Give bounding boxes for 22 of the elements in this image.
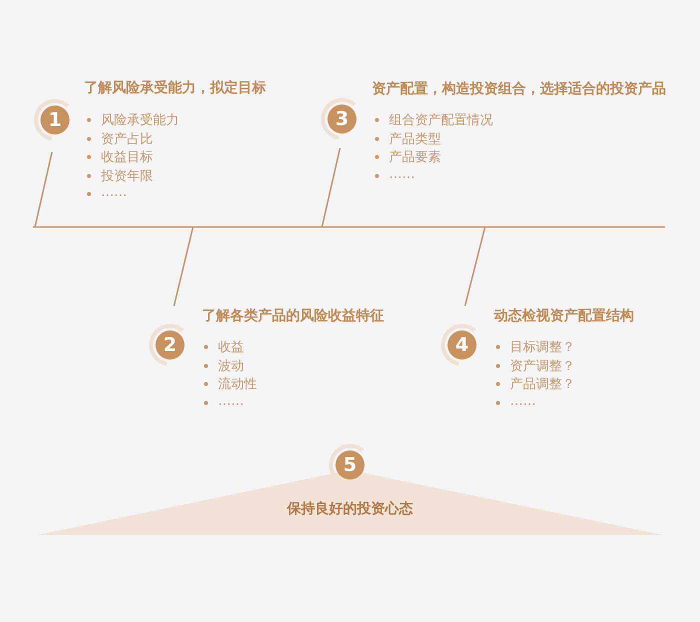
bullet-item: 收益 bbox=[204, 338, 244, 356]
bullet-item: 波动 bbox=[204, 356, 244, 374]
bullet-item: 组合资产配置情况 bbox=[375, 111, 493, 129]
section-heading: 动态检视资产配置结构 bbox=[494, 307, 634, 325]
bullet-item: 产品要素 bbox=[375, 148, 441, 166]
bullet-item: …… bbox=[204, 394, 244, 408]
bullet-item: 投资年限 bbox=[87, 166, 153, 184]
bullet-item: 风险承受能力 bbox=[87, 111, 179, 129]
bullet-item: 资产占比 bbox=[87, 130, 153, 148]
bullet-item: 产品类型 bbox=[375, 130, 441, 148]
section-heading: 了解风险承受能力，拟定目标 bbox=[84, 79, 266, 97]
triangle-band: 保持良好的投资心态 bbox=[37, 470, 663, 535]
bullet-item: 流动性 bbox=[204, 375, 257, 393]
bullet-item: 收益目标 bbox=[87, 148, 153, 166]
bullet-item: …… bbox=[375, 166, 415, 182]
bullet-item: 产品调整？ bbox=[496, 375, 575, 393]
section-heading: 了解各类产品的风险收益特征 bbox=[202, 307, 384, 325]
bullet-item: 资产调整？ bbox=[496, 356, 575, 374]
bullet-item: …… bbox=[496, 394, 536, 408]
bullet-item: …… bbox=[87, 185, 127, 200]
section-heading: 资产配置，构造投资组合，选择适合的投资产品 bbox=[372, 80, 666, 98]
bullet-item: 目标调整？ bbox=[496, 338, 575, 356]
